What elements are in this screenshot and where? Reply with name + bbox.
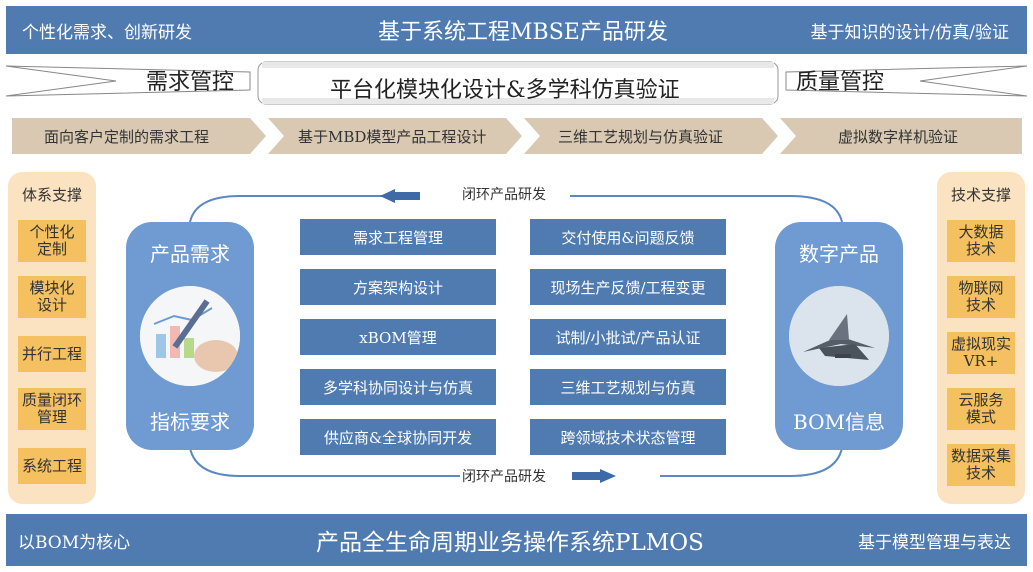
bottom-banner-left: 以BOM为核心 — [18, 532, 131, 553]
top-banner: 个性化需求、创新研发 基于系统工程MBSE产品研发 基于知识的设计/仿真/验证 — [6, 6, 1027, 54]
jet-fighter-icon — [789, 286, 889, 386]
stage-chevron-3 — [524, 118, 778, 154]
left-process-box-1: 需求工程管理 — [300, 219, 496, 255]
product-image — [140, 286, 240, 386]
right-item-4: 云服务 模式 — [947, 388, 1015, 430]
left-item-1: 个性化 定制 — [18, 220, 86, 262]
band-right-label: 质量管控 — [796, 70, 885, 95]
chart-on-paper-icon — [140, 286, 240, 386]
stage-label-1: 面向客户定制的需求工程 — [44, 128, 210, 146]
bottom-banner-right: 基于模型管理与表达 — [858, 532, 1011, 553]
stage-chevron-4 — [780, 118, 1022, 154]
right-item-2: 物联网 技术 — [947, 276, 1015, 318]
stage-label-2: 基于MBD模型产品工程设计 — [298, 128, 487, 146]
right-process-box-3: 试制/小批试/产品认证 — [530, 319, 726, 355]
left-item-2: 模块化 设计 — [18, 276, 86, 318]
left-support-panel: 体系支撑 个性化 定制 模块化 设计 并行工程 质量闭环 管理 系统工程 — [8, 172, 96, 504]
band-center-label: 平台化模块化设计&多学科仿真验证 — [330, 78, 680, 103]
loop-label-bottom: 闭环产品研发 — [462, 469, 546, 485]
right-process-box-1: 交付使用&问题反馈 — [530, 219, 726, 255]
left-process-box-4: 多学科协同设计与仿真 — [300, 369, 496, 405]
right-process-box-2: 现场生产反馈/工程变更 — [530, 269, 726, 305]
left-process-box-2: 方案架构设计 — [300, 269, 496, 305]
stage-label-4: 虚拟数字样机验证 — [838, 128, 959, 146]
bottom-banner: 以BOM为核心 产品全生命周期业务操作系统PLMOS 基于模型管理与表达 — [6, 514, 1027, 566]
loop-label-top: 闭环产品研发 — [462, 187, 546, 203]
digital-product-card: 数字产品 BOM信息 — [775, 222, 903, 450]
right-process-box-5: 跨领域技术状态管理 — [530, 419, 726, 455]
stage-label-3: 三维工艺规划与仿真验证 — [558, 128, 724, 146]
bottom-banner-title: 产品全生命周期业务操作系统PLMOS — [316, 530, 704, 556]
digital-image — [789, 286, 889, 386]
band-arrows — [5, 61, 1028, 105]
left-process-box-5: 供应商&全球协同开发 — [300, 419, 496, 455]
right-item-1: 大数据 技术 — [947, 220, 1015, 262]
product-card-top: 产品需求 — [150, 242, 230, 266]
right-item-3: 虚拟现实 VR+ — [947, 332, 1015, 374]
left-process-box-3: xBOM管理 — [300, 319, 496, 355]
left-panel-title: 体系支撑 — [21, 186, 82, 204]
product-requirement-card: 产品需求 指标要求 — [126, 222, 254, 450]
band-left-label: 需求管控 — [146, 70, 235, 95]
stage-chevron-2 — [268, 118, 522, 154]
right-panel-title: 技术支撑 — [950, 186, 1011, 204]
top-banner-left: 个性化需求、创新研发 — [22, 22, 192, 43]
top-banner-right: 基于知识的设计/仿真/验证 — [810, 22, 1009, 43]
digital-card-top: 数字产品 — [799, 242, 879, 266]
left-item-5: 系统工程 — [18, 448, 86, 484]
right-item-5: 数据采集 技术 — [947, 444, 1015, 486]
product-card-bottom: 指标要求 — [150, 410, 230, 434]
left-item-4: 质量闭环 管理 — [18, 388, 86, 430]
left-item-3: 并行工程 — [18, 336, 86, 372]
stage-chevron-1 — [12, 118, 266, 154]
stage-chevrons — [12, 118, 1022, 154]
digital-card-bottom: BOM信息 — [793, 410, 885, 434]
right-process-box-4: 三维工艺规划与仿真 — [530, 369, 726, 405]
right-support-panel: 技术支撑 大数据 技术 物联网 技术 虚拟现实 VR+ 云服务 模式 数据采集 … — [937, 172, 1025, 504]
top-banner-title: 基于系统工程MBSE产品研发 — [378, 20, 668, 45]
